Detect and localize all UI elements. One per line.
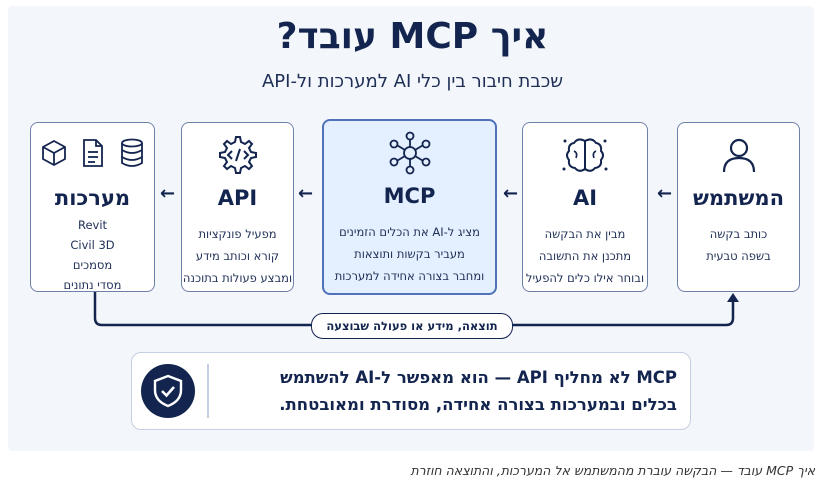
callout-line: MCP לא מחליף API — הוא מאפשר ל-AI להשתמש [280, 368, 677, 387]
cube-icon [41, 139, 67, 171]
callout-line: בכלים ובמערכות בצורה אחידה, מסודרת ומאוב… [279, 395, 677, 414]
card-ai-title: AI [572, 186, 598, 210]
callout-divider [207, 364, 209, 418]
card-systems-line: מסדי נתונים [63, 278, 122, 292]
card-mcp: MCP מציג ל-AI את הכלים הזמינים מעביר בקש… [322, 119, 497, 295]
card-systems-line: מסמכים [72, 258, 113, 272]
card-systems-line: Civil 3D [70, 238, 115, 252]
card-user: המשתמש כותב בקשה בשפה טבעית [677, 122, 800, 292]
card-mcp-line: מציג ל-AI את הכלים הזמינים [339, 225, 480, 239]
network-hub-icon [324, 131, 495, 175]
document-icon [81, 138, 105, 172]
arrow-left-icon: ← [657, 183, 673, 204]
user-icon [678, 135, 799, 175]
card-systems-title: מערכות [54, 186, 131, 210]
shield-check-icon [141, 364, 195, 418]
card-ai-line: מתכנן את התשובה [538, 249, 632, 263]
card-systems: מערכות Revit Civil 3D מסמכים מסדי נתונים [30, 122, 155, 292]
gear-code-icon [182, 135, 293, 175]
card-api-title: API [217, 186, 258, 210]
arrow-left-icon: ← [503, 183, 519, 204]
card-api-line: קורא וכותב מידע [195, 249, 280, 263]
card-user-line: בשפה טבעית [706, 249, 771, 263]
card-api-line: מפעיל פונקציות [198, 227, 277, 241]
callout-text: MCP לא מחליף API — הוא מאפשר ל-AI להשתמש… [215, 364, 677, 418]
card-ai-line: מבין את הבקשה [544, 227, 626, 241]
arrow-left-icon: ← [298, 183, 314, 204]
card-api-line: ומבצע פעולות בתוכנה [182, 271, 293, 285]
card-user-line: כותב בקשה [709, 227, 768, 241]
callout-box [131, 352, 691, 430]
page-subtitle: שכבת חיבור בין כלי AI למערכות ול-API [261, 71, 564, 92]
return-label: תוצאה, מידע או פעולה שבוצעה [311, 313, 513, 339]
brain-icon [523, 135, 647, 175]
card-mcp-title: MCP [383, 184, 436, 208]
card-mcp-line: ומחבר בצורה אחידה למערכות [334, 269, 485, 283]
card-user-title: המשתמש [692, 186, 784, 210]
card-ai-line: ובוחר אילו כלים להפעיל [525, 271, 645, 285]
figure-caption: איך MCP עובד — הבקשה עוברת מהמשתמש אל המ… [410, 463, 815, 478]
page-title: איך MCP עובד? [276, 16, 549, 57]
card-ai: AI מבין את הבקשה מתכנן את התשובה ובוחר א… [522, 122, 648, 292]
arrow-left-icon: ← [160, 183, 176, 204]
database-icon [119, 138, 145, 172]
card-api: API מפעיל פונקציות קורא וכותב מידע ומבצע… [181, 122, 294, 292]
card-systems-line: Revit [77, 218, 108, 232]
card-mcp-line: מעביר בקשות ותוצאות [354, 247, 465, 261]
